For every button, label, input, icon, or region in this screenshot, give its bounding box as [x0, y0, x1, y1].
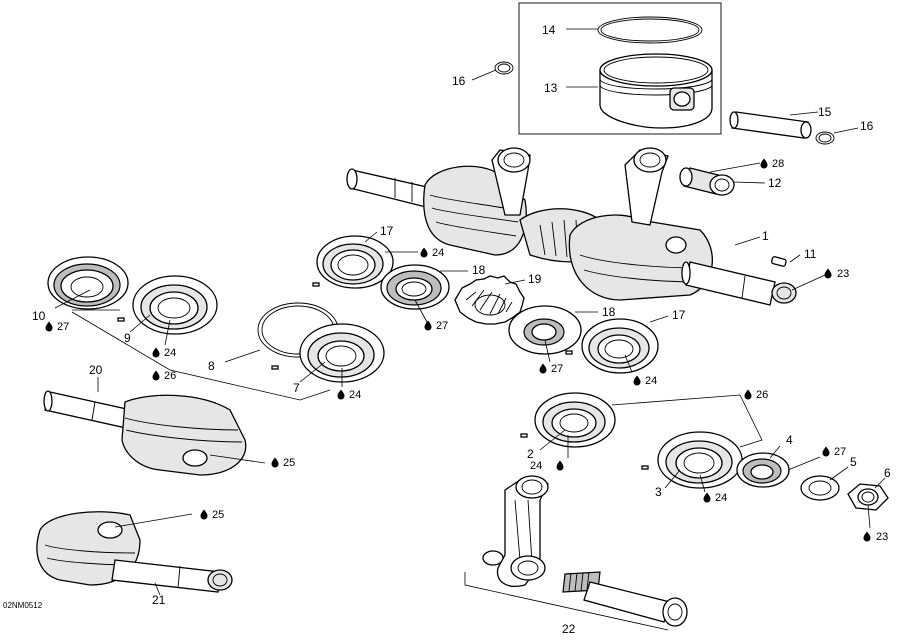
- piston-inset-box: [494, 2, 722, 135]
- lube-ref-27: 27: [551, 363, 563, 375]
- piston-circlip[interactable]: [494, 61, 514, 75]
- callout-bracket-22: [464, 572, 669, 631]
- lubricant-drop-icon: [424, 320, 432, 331]
- lubricant-drop-icon: [744, 389, 752, 400]
- callout-10: 10: [32, 309, 46, 323]
- oil-seal-18-right[interactable]: [508, 305, 582, 355]
- callout-1: 1: [762, 229, 769, 243]
- callout-4: 4: [786, 433, 793, 447]
- piston[interactable]: [599, 53, 713, 129]
- part-callouts: 14 16 13 15 16 12 1 11 17 18 19 18 17 10…: [32, 23, 891, 636]
- callout-19: 19: [528, 272, 542, 286]
- lubricant-drop-icon: [863, 531, 871, 542]
- callout-8: 8: [208, 359, 215, 373]
- piston-ring[interactable]: [597, 16, 703, 44]
- lube-ref-25: 25: [212, 509, 224, 521]
- drawing-code: 02NM0512: [3, 601, 43, 610]
- lubricant-drop-icon: [200, 509, 208, 520]
- crankshaft-half-21[interactable]: [36, 511, 233, 593]
- lube-ref-23: 23: [837, 268, 849, 280]
- crankshaft-half-20[interactable]: [43, 390, 247, 476]
- callout-16: 16: [452, 74, 466, 88]
- callout-2: 2: [527, 447, 534, 461]
- lube-ref-26: 26: [756, 389, 768, 401]
- callout-3: 3: [655, 485, 662, 499]
- woodruff-key[interactable]: [771, 256, 787, 267]
- lubricant-drop-icon: [420, 247, 428, 258]
- callout-12: 12: [768, 176, 782, 190]
- ball-bearing-3[interactable]: [641, 431, 743, 489]
- lube-ref-24: 24: [432, 247, 444, 259]
- lubricant-drop-icon: [633, 375, 641, 386]
- lubricant-drop-icon: [760, 158, 768, 169]
- callout-14: 14: [542, 23, 556, 37]
- callout-5: 5: [850, 455, 857, 469]
- lube-ref-24: 24: [164, 347, 176, 359]
- pin-circlip[interactable]: [815, 131, 835, 145]
- lubricant-drop-icon: [824, 268, 832, 279]
- lubricant-drop-icon: [45, 321, 53, 332]
- callout-18: 18: [472, 263, 486, 277]
- ball-bearing-17-right[interactable]: [565, 318, 659, 374]
- callout-9: 9: [124, 331, 131, 345]
- washer-5[interactable]: [800, 475, 840, 501]
- callout-17: 17: [672, 308, 686, 322]
- nut-6[interactable]: [847, 483, 889, 511]
- ball-bearing-2[interactable]: [520, 392, 616, 448]
- lube-ref-23: 23: [876, 531, 888, 543]
- lube-ref-27: 27: [436, 320, 448, 332]
- ball-bearing-17-left[interactable]: [312, 235, 394, 289]
- callout-15: 15: [818, 105, 832, 119]
- lubricant-drop-icon: [337, 389, 345, 400]
- lubricant-drop-icon: [271, 457, 279, 468]
- lube-ref-24: 24: [349, 389, 361, 401]
- callout-7: 7: [293, 381, 300, 395]
- lubricant-drop-icon: [703, 492, 711, 503]
- lubricant-drop-icon: [539, 363, 547, 374]
- wrist-pin[interactable]: [729, 111, 812, 139]
- ball-bearing-9[interactable]: [117, 275, 218, 335]
- lubricant-drop-icon: [152, 370, 160, 381]
- oil-seal-10[interactable]: [47, 256, 129, 310]
- needle-bearing-12[interactable]: [679, 167, 735, 196]
- leader-lines: [54, 28, 886, 596]
- lube-ref-24: 24: [645, 375, 657, 387]
- callout-18: 18: [602, 305, 616, 319]
- callout-22: 22: [562, 622, 576, 636]
- ball-bearing-7[interactable]: [271, 323, 385, 383]
- callout-6: 6: [884, 466, 891, 480]
- callout-16: 16: [860, 119, 874, 133]
- lubricant-callouts: 28 24 23 27 27 24 26 27 24 24 26 25 24 2…: [45, 158, 888, 543]
- lube-ref-24: 24: [715, 492, 727, 504]
- lube-ref-24: 24: [530, 460, 542, 472]
- oil-seal-18-left[interactable]: [380, 264, 450, 310]
- callout-13: 13: [544, 81, 558, 95]
- lube-ref-28: 28: [772, 158, 784, 170]
- lube-ref-27: 27: [834, 446, 846, 458]
- callout-21: 21: [152, 593, 166, 607]
- callout-17: 17: [380, 224, 394, 238]
- lubricant-drop-icon: [556, 460, 564, 471]
- connecting-rod-assembly[interactable]: [482, 475, 688, 627]
- callout-20: 20: [89, 363, 103, 377]
- lube-ref-27: 27: [57, 321, 69, 333]
- lube-ref-26: 26: [164, 370, 176, 382]
- lubricant-drop-icon: [822, 446, 830, 457]
- drive-gear[interactable]: [454, 275, 525, 325]
- oil-seal-4[interactable]: [736, 452, 790, 488]
- callout-11: 11: [804, 247, 817, 261]
- lube-ref-25: 25: [283, 457, 295, 469]
- lubricant-drop-icon: [152, 347, 160, 358]
- crankshaft-assembly[interactable]: [346, 147, 797, 306]
